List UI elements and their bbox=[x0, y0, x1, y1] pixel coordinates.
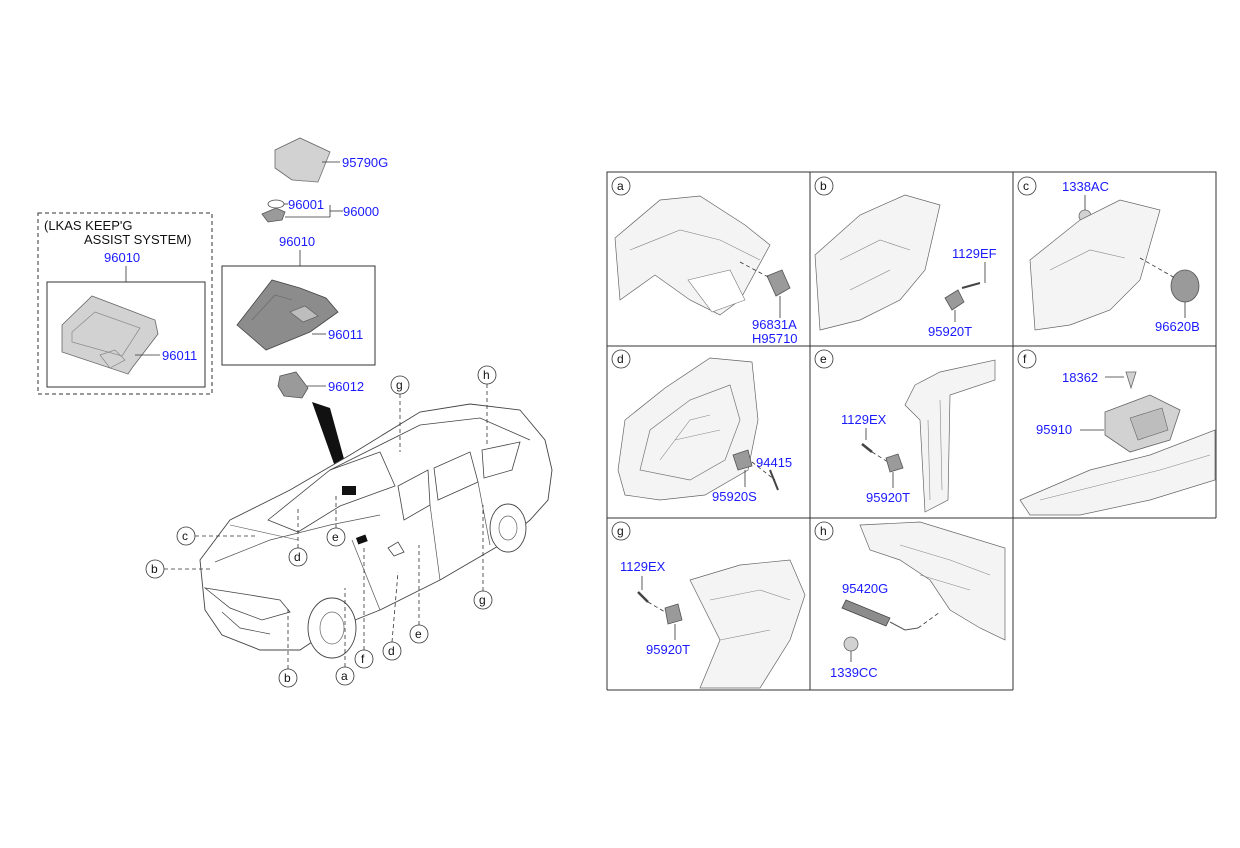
svg-text:f: f bbox=[1023, 352, 1027, 366]
svg-text:c: c bbox=[182, 529, 188, 543]
svg-text:e: e bbox=[332, 530, 339, 544]
lkas-module-partno[interactable]: 96010 bbox=[104, 250, 140, 265]
lkas-label-line1: (LKAS KEEP'G bbox=[44, 218, 132, 233]
detail-grid bbox=[606, 171, 1217, 691]
svg-text:a: a bbox=[617, 179, 624, 193]
callout-c: c bbox=[176, 526, 255, 546]
panel-a: a 96831A H95710 bbox=[611, 176, 798, 346]
svg-text:g: g bbox=[617, 524, 624, 538]
panel-d-part-1[interactable]: 94415 bbox=[756, 455, 792, 470]
svg-text:b: b bbox=[820, 179, 827, 193]
panel-c: c 1338AC 96620B bbox=[1017, 176, 1200, 334]
svg-text:e: e bbox=[820, 352, 827, 366]
panel-a-part-1[interactable]: 96831A bbox=[752, 317, 797, 332]
svg-text:g: g bbox=[479, 593, 486, 607]
module-frame bbox=[221, 265, 376, 366]
panel-f: f 18362 95910 bbox=[1017, 349, 1216, 516]
callout-e-roof: e bbox=[326, 496, 346, 547]
svg-text:a: a bbox=[341, 669, 348, 683]
panel-f-part-2[interactable]: 95910 bbox=[1036, 422, 1072, 437]
svg-text:b: b bbox=[151, 562, 158, 576]
part-96001-ring bbox=[267, 199, 285, 209]
svg-text:b: b bbox=[284, 671, 291, 685]
callout-g-top: g bbox=[390, 375, 410, 452]
part-95790g-shape bbox=[274, 137, 331, 183]
panel-a-part-2[interactable]: H95710 bbox=[752, 331, 798, 346]
lkas-module-frame bbox=[46, 281, 206, 388]
lkas-cover-partno[interactable]: 96011 bbox=[162, 348, 197, 363]
panel-b: b 1129EF 95920T bbox=[814, 176, 997, 339]
callout-b-left: b bbox=[145, 559, 212, 579]
svg-text:h: h bbox=[483, 368, 490, 382]
lkas-dashed-frame bbox=[37, 212, 213, 395]
panel-g: g 1129EX 95920T bbox=[611, 521, 806, 689]
cover-96011-label[interactable]: 96011 bbox=[328, 327, 363, 342]
cover-96011-shape bbox=[236, 279, 339, 351]
part-95790g-label[interactable]: 95790G bbox=[342, 155, 388, 170]
panel-c-part-2[interactable]: 96620B bbox=[1155, 319, 1200, 334]
svg-text:c: c bbox=[1023, 179, 1029, 193]
svg-text:f: f bbox=[361, 652, 365, 666]
callout-f: f bbox=[354, 548, 374, 669]
svg-text:e: e bbox=[415, 627, 422, 641]
panel-c-part-1[interactable]: 1338AC bbox=[1062, 179, 1109, 194]
panel-g-part-2[interactable]: 95920T bbox=[646, 642, 690, 657]
callout-b-bottom: b bbox=[278, 608, 298, 688]
panel-d-part-2[interactable]: 95920S bbox=[712, 489, 757, 504]
panel-d: d 94415 95920S bbox=[611, 349, 792, 504]
part-96012-label[interactable]: 96012 bbox=[328, 379, 364, 394]
panel-b-part-1[interactable]: 1129EF bbox=[952, 246, 997, 261]
panel-g-part-1[interactable]: 1129EX bbox=[620, 559, 666, 574]
callout-d-hood: d bbox=[288, 508, 308, 567]
panel-e-part-2[interactable]: 95920T bbox=[866, 490, 910, 505]
panel-f-part-1[interactable]: 18362 bbox=[1062, 370, 1098, 385]
svg-text:h: h bbox=[820, 524, 827, 538]
panel-h: h 95420G 1339CC bbox=[814, 521, 1006, 680]
panel-e: e 1129EX 95920T bbox=[814, 349, 996, 513]
callout-h: h bbox=[477, 365, 497, 444]
lkas-label-line2: ASSIST SYSTEM) bbox=[84, 232, 191, 247]
part-96000-label[interactable]: 96000 bbox=[343, 204, 379, 219]
svg-text:g: g bbox=[396, 378, 403, 392]
part-96012-shape bbox=[277, 371, 309, 399]
callout-a: a bbox=[335, 588, 355, 686]
svg-text:d: d bbox=[388, 644, 395, 658]
svg-text:d: d bbox=[617, 352, 624, 366]
part-96001-label[interactable]: 96001 bbox=[288, 197, 324, 212]
lkas-cover-part bbox=[61, 295, 159, 375]
callout-d-door: d bbox=[382, 571, 402, 661]
panel-h-part-1[interactable]: 95420G bbox=[842, 581, 888, 596]
module-partno[interactable]: 96010 bbox=[279, 234, 315, 249]
panel-e-part-1[interactable]: 1129EX bbox=[841, 412, 887, 427]
callout-e-door: e bbox=[409, 545, 429, 644]
part-96001-shape bbox=[261, 207, 286, 223]
svg-text:d: d bbox=[294, 550, 301, 564]
panel-h-part-2[interactable]: 1339CC bbox=[830, 665, 878, 680]
car-illustration bbox=[199, 403, 553, 659]
callout-g-side: g bbox=[473, 505, 493, 610]
panel-b-part-2[interactable]: 95920T bbox=[928, 324, 972, 339]
